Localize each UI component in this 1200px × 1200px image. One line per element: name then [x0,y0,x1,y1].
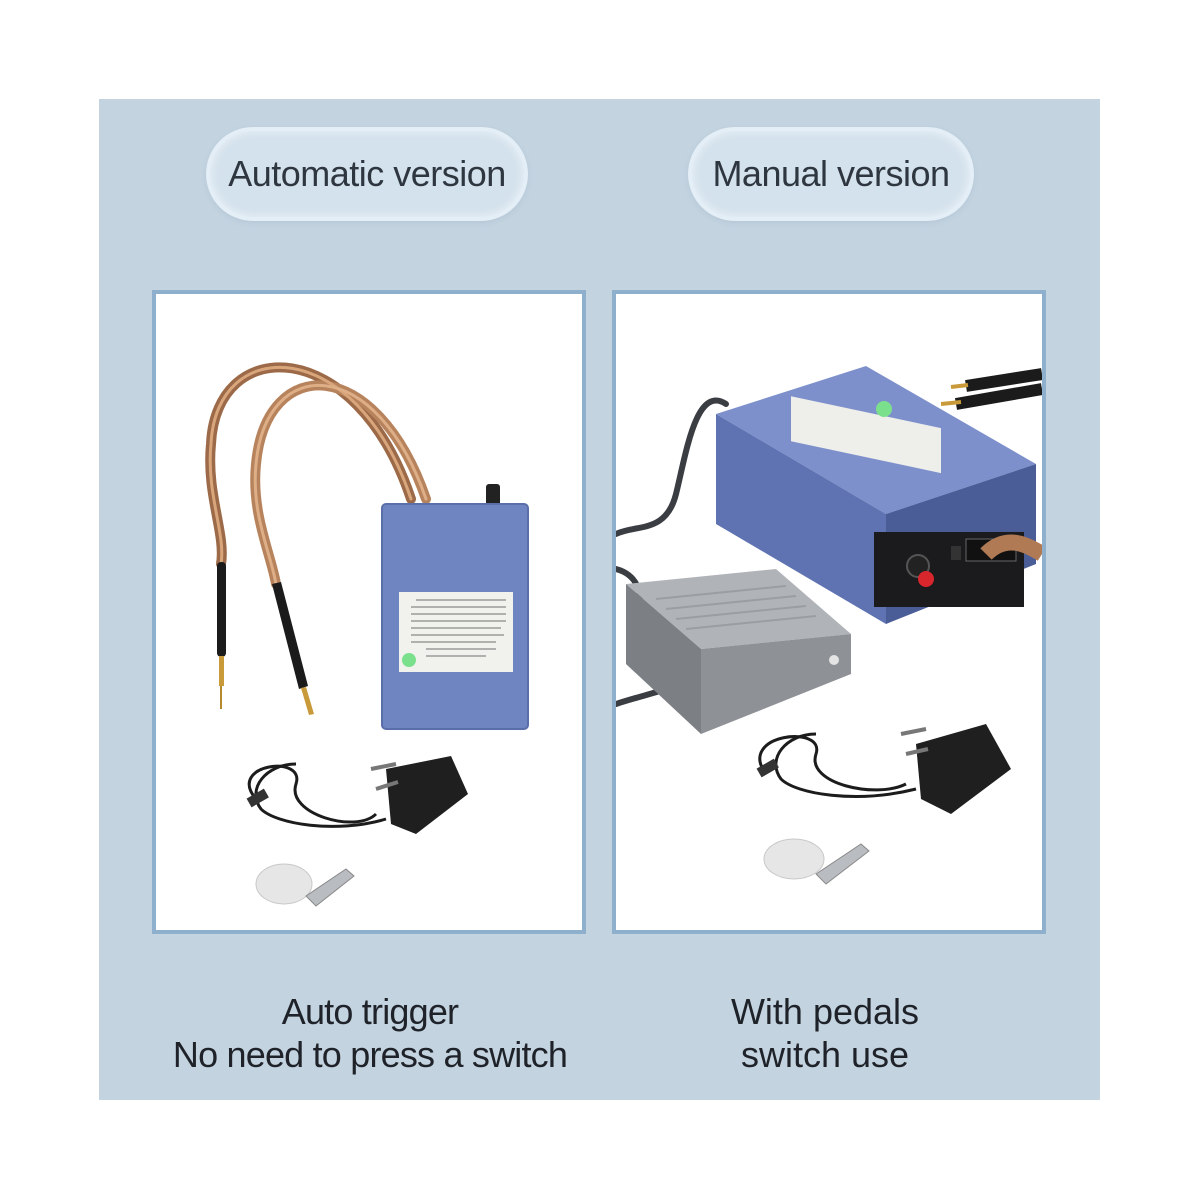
metal-clip-2 [815,843,870,885]
welding-probe-pens [217,562,314,715]
control-knob [486,484,500,506]
power-adapter-2 [756,724,1011,814]
auto-trigger-text: Auto trigger [281,991,459,1032]
manual-version-caption: With pedals switch use [590,990,1060,1076]
insulation-pads [255,863,313,905]
automatic-version-title: Automatic version [228,153,506,194]
blue-control-box [381,503,529,730]
blue-welder-unit [716,366,1036,624]
switch-use-text: switch use [740,1034,910,1075]
manual-version-label: Manual version [692,131,970,217]
automatic-version-image-frame [152,290,586,934]
manual-version-image-frame [612,290,1046,934]
with-pedals-text: With pedals [730,991,920,1032]
automatic-spot-welder-photo [205,362,529,907]
automatic-version-label: Automatic version [210,131,524,217]
manual-version-title: Manual version [712,153,950,194]
manual-spot-welder-photo [616,366,1042,885]
copper-welding-cables [205,362,431,589]
no-switch-text: No need to press a switch [172,1034,568,1075]
insulation-pads-2 [763,838,825,880]
metal-clip [305,868,355,907]
power-adapter [246,756,468,834]
automatic-version-caption: Auto trigger No need to press a switch [120,990,620,1076]
foot-pedal [626,569,851,734]
copper-output-cables [940,368,1042,561]
